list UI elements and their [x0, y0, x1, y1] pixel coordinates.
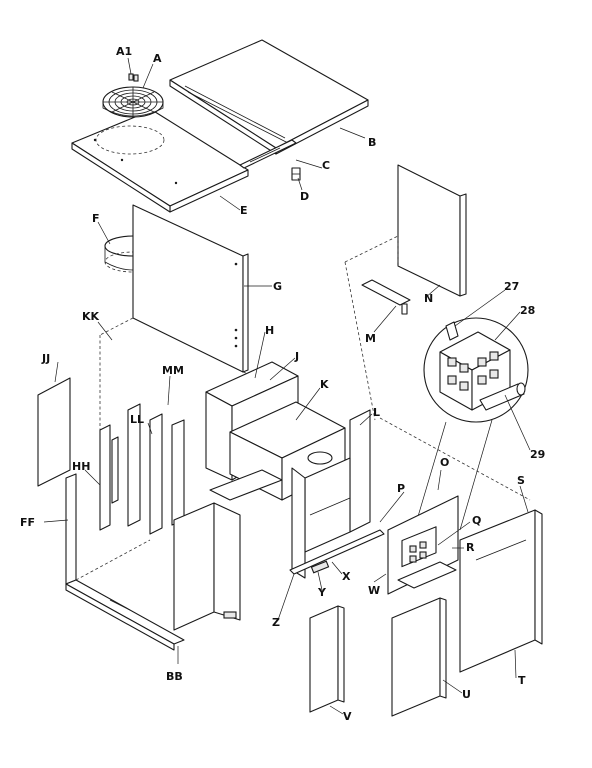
callout-f: F [92, 212, 100, 225]
callout-c: C [322, 159, 330, 172]
coil-panel [132, 204, 249, 373]
mounting-rail [361, 279, 411, 315]
callout-m: M [365, 332, 376, 345]
callout-o: O [440, 456, 449, 469]
callout-ll: LL [130, 413, 144, 426]
front-panel [391, 597, 447, 717]
callout-l: L [373, 406, 380, 419]
fan-guard [102, 86, 164, 118]
callout-p: P [397, 482, 405, 495]
latch-part [291, 167, 301, 181]
callout-t: T [518, 674, 526, 687]
callout-k: K [320, 378, 329, 391]
callout-u: U [462, 688, 471, 701]
base-frame-left [65, 473, 241, 651]
side-access-panel [397, 164, 467, 297]
access-door [309, 605, 345, 713]
callout-y: Y [317, 586, 327, 599]
right-side-panel [459, 509, 543, 673]
callout-kk: KK [82, 310, 100, 323]
left-corner-panel [37, 377, 71, 487]
callout-h: H [265, 324, 274, 337]
callout-g: G [273, 280, 282, 293]
callout-28: 28 [520, 304, 535, 317]
callout-r: R [466, 541, 475, 554]
callout-labels: A1 A B C D E F G KK H J JJ MM K L LL M N… [20, 45, 545, 723]
callout-s: S [517, 474, 525, 487]
callout-v: V [343, 710, 352, 723]
callout-a1: A1 [116, 45, 132, 58]
left-vertical-posts [99, 403, 185, 535]
callout-mm: MM [162, 364, 184, 377]
callout-x: X [342, 570, 351, 583]
callout-n: N [424, 292, 433, 305]
callout-27: 27 [504, 280, 519, 293]
callout-ff: FF [20, 516, 35, 529]
interior-frame [289, 409, 385, 579]
callout-z: Z [272, 616, 280, 629]
callout-hh: HH [72, 460, 90, 473]
blower-housing [205, 361, 346, 501]
control-panel [387, 495, 459, 595]
callout-e: E [240, 204, 248, 217]
callout-d: D [300, 190, 309, 203]
callout-b: B [368, 136, 376, 149]
callout-a: A [153, 52, 162, 65]
panel-connector-bracket [239, 139, 297, 169]
callout-w: W [368, 584, 380, 597]
leader-lines [43, 57, 531, 715]
callout-bb: BB [166, 670, 183, 683]
fan-fastener [128, 73, 139, 82]
fan-deck-panel [71, 109, 249, 213]
terminal-block-detail [413, 317, 529, 531]
callout-jj: JJ [41, 352, 50, 365]
callout-29: 29 [530, 448, 545, 461]
top-cover-panel [169, 39, 369, 155]
callout-j: J [294, 350, 299, 363]
callout-q: Q [472, 514, 481, 527]
